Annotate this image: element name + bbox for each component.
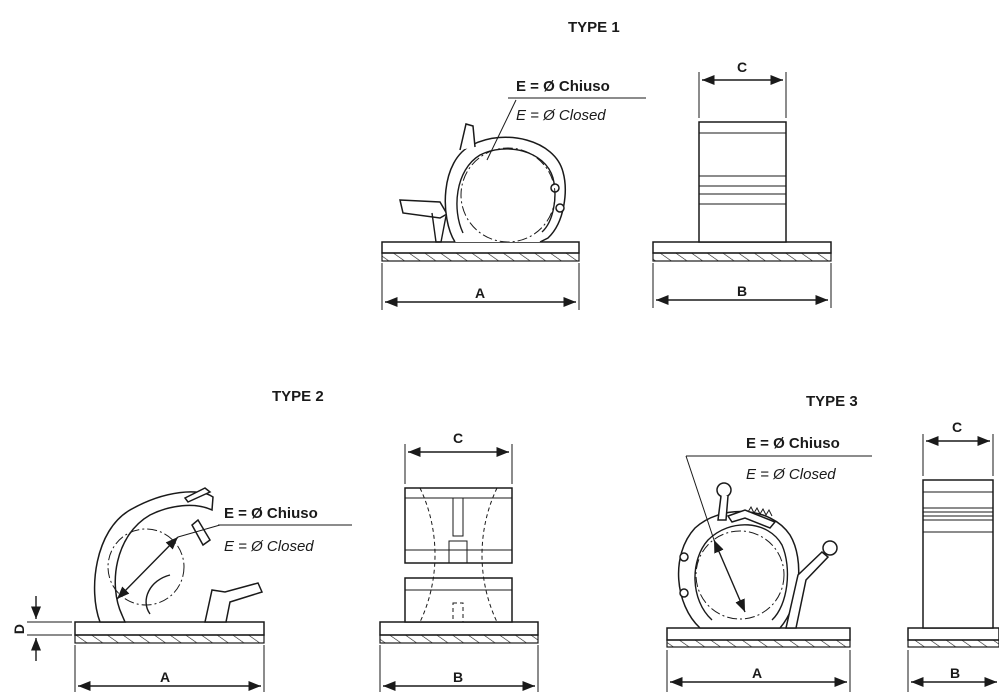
type2-front-view: C B [379, 430, 539, 692]
type1-tab [459, 123, 476, 151]
type1-closed-diameter-circle [460, 147, 556, 243]
type2-dimension-c-label: C [453, 430, 463, 446]
type3-diameter-line [713, 539, 746, 613]
type1-clip-body [698, 121, 787, 243]
type3-leader-line [685, 455, 715, 541]
type2-diameter-line [116, 536, 179, 600]
type1-hatch-strip [381, 252, 580, 262]
type3-clip-ring [677, 510, 800, 629]
type2-dimension-d-label: D [11, 624, 27, 634]
type1-dimension-c-label: C [737, 59, 747, 75]
type3-group: TYPE 3 E = Ø Chiuso E = Ø Closed [666, 393, 999, 692]
type2-clip-body-lower [404, 577, 513, 623]
type1-clip-ring [444, 136, 566, 243]
type2-front-base-plate [379, 621, 539, 636]
type3-front-hatch-strip [907, 639, 999, 648]
type3-dimension-b-label: B [950, 665, 960, 681]
type1-dimension-a-label: A [475, 285, 485, 301]
type1-title: TYPE 1 [568, 19, 620, 36]
type3-dimension-a-label: A [752, 665, 762, 681]
type2-dimension-b-label: B [453, 669, 463, 685]
type3-front-view: C B [907, 419, 999, 692]
type2-hook [191, 518, 211, 547]
type2-closed-diameter-circle [107, 528, 185, 606]
type1-latch-arm [399, 199, 449, 219]
type1-label-closed-en: E = Ø Closed [516, 107, 606, 124]
type3-latch [785, 550, 830, 629]
type3-base-plate [666, 627, 851, 641]
type1-base-plate [381, 241, 580, 254]
type2-latch [204, 582, 264, 623]
type2-side-view: E = Ø Chiuso E = Ø Closed D A [11, 487, 352, 692]
type2-base-plate [74, 621, 265, 636]
type2-clip-loop [93, 491, 214, 623]
type1-front-base-plate [652, 241, 832, 254]
type1-front-view: C B [652, 59, 832, 308]
type1-label-closed-it: E = Ø Chiuso [516, 78, 610, 95]
type1-side-view: E = Ø Chiuso E = Ø Closed A [381, 78, 646, 310]
type3-ratchet [726, 509, 777, 529]
type2-front-hatch-strip [379, 634, 539, 644]
type1-leader-line [486, 99, 517, 161]
type1-dimension-b-label: B [737, 283, 747, 299]
type3-label-closed-en: E = Ø Closed [746, 466, 836, 483]
type1-front-hatch-strip [652, 252, 832, 262]
type3-tab-knob [716, 482, 732, 498]
type2-label-closed-en: E = Ø Closed [224, 538, 314, 555]
type2-dimension-a-label: A [160, 669, 170, 685]
type1-group: TYPE 1 E = Ø Chiuso E = Ø Closed [381, 19, 832, 310]
type3-dimension-c-label: C [952, 419, 962, 435]
type3-label-closed-it: E = Ø Chiuso [746, 435, 840, 452]
type2-title: TYPE 2 [272, 388, 324, 405]
type3-side-view: E = Ø Chiuso E = Ø Closed A [666, 435, 872, 692]
type3-closed-diameter-circle [695, 530, 785, 620]
type3-hatch-strip [666, 639, 851, 648]
type3-front-base-plate [907, 627, 999, 641]
type2-hatch-strip [74, 634, 265, 644]
type2-clip-body-upper [404, 487, 513, 564]
type3-title: TYPE 3 [806, 393, 858, 410]
type3-clip-body [922, 479, 994, 629]
type2-label-closed-it: E = Ø Chiuso [224, 505, 318, 522]
type2-group: TYPE 2 E = Ø Chiuso E = Ø Closed [11, 388, 539, 692]
